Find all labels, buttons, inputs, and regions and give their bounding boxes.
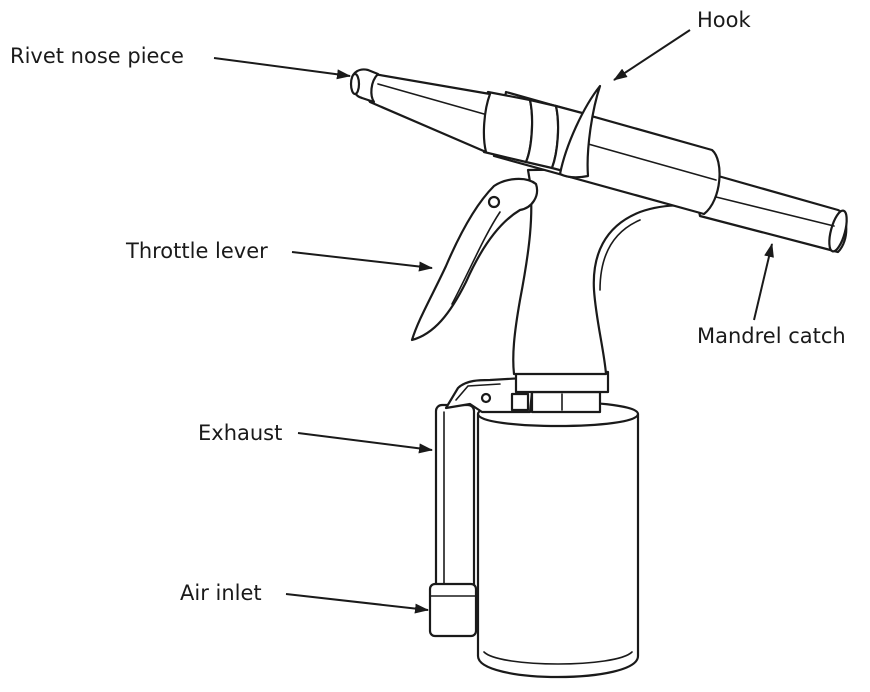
air-inlet-fitting — [428, 582, 478, 638]
label-mandrel-catch: Mandrel catch — [697, 324, 846, 348]
hook — [558, 84, 602, 179]
air-cylinder — [476, 400, 640, 679]
arrow-exhaust — [297, 432, 433, 454]
throttle-lever — [410, 177, 539, 342]
label-hook: Hook — [697, 8, 751, 32]
barrel-collar-rings — [479, 90, 590, 178]
arrow-rivet-nose-piece — [213, 57, 351, 80]
handle-grip — [512, 166, 714, 376]
label-throttle-lever: Throttle lever — [125, 239, 268, 263]
exhaust-tube — [434, 403, 476, 597]
label-exhaust: Exhaust — [198, 421, 282, 445]
valve-bracket — [444, 376, 534, 414]
handle-collar — [514, 370, 610, 414]
label-rivet-nose-piece: Rivet nose piece — [10, 44, 184, 68]
mandrel-catch-barrel — [688, 166, 848, 254]
arrow-throttle-lever — [291, 251, 433, 272]
nose-cone — [365, 72, 492, 154]
arrow-mandrel-catch — [753, 243, 774, 321]
rivet-nose-piece — [349, 68, 380, 104]
arrow-air-inlet — [285, 593, 429, 614]
label-air-inlet: Air inlet — [180, 581, 262, 605]
rivet-gun-illustration — [349, 68, 848, 679]
arrow-hook — [613, 29, 691, 81]
